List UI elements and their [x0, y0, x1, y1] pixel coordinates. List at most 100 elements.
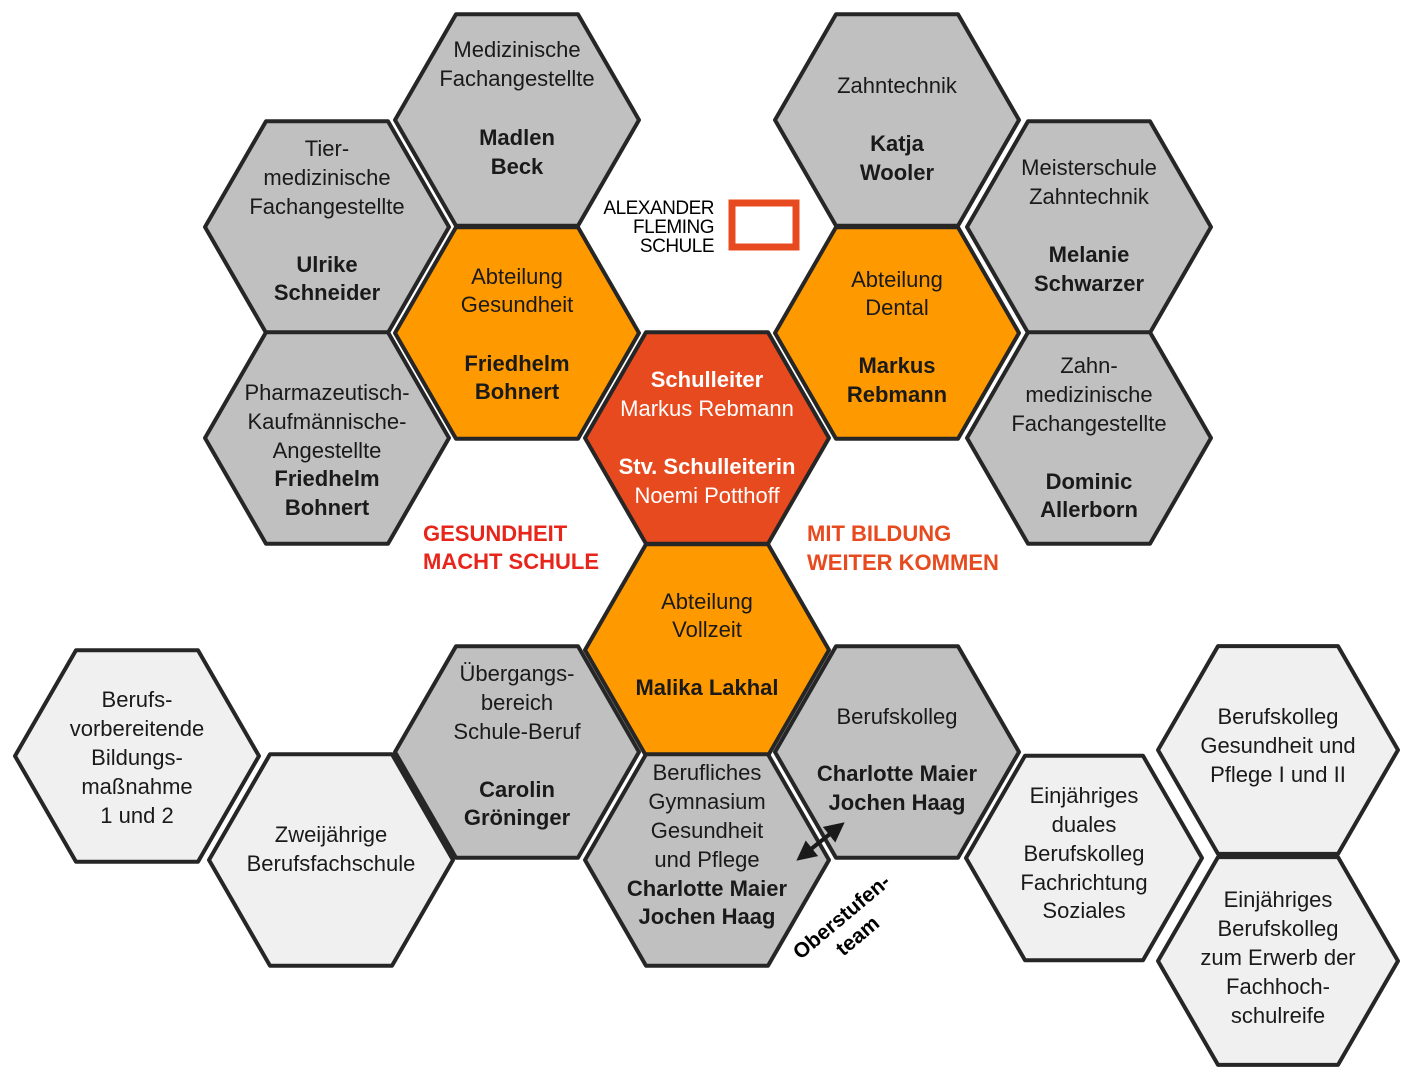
- hex-title-line: medizinische: [263, 165, 390, 190]
- hexagon-shape: [1156, 855, 1400, 1067]
- hexagon-shape: [1156, 644, 1400, 856]
- hex-pharmazeutisch-kaufmaennische-angestellte: Pharmazeutisch- Kaufmännische- Angestellte…: [203, 330, 451, 546]
- hex-leadership-line: Schulleiter: [651, 367, 764, 392]
- hex-title-line: Bildungs-: [91, 745, 183, 770]
- hex-title-line: 1 und 2: [100, 803, 173, 828]
- hex-person-name: Beck: [491, 154, 544, 179]
- hex-person-name: Ulrike: [296, 252, 357, 277]
- hex-title-line: Gesundheit und: [1200, 733, 1355, 758]
- hex-person-name: Jochen Haag: [639, 904, 776, 929]
- hex-title-line: Tier-: [305, 136, 349, 161]
- logo-line-1: ALEXANDER: [603, 198, 714, 219]
- hex-title-line: Meisterschule: [1021, 155, 1157, 180]
- hexagon-shape: [393, 225, 641, 441]
- hex-title-line: Berufskolleg: [1217, 916, 1338, 941]
- hex-title-line: Kaufmännische-: [248, 409, 407, 434]
- hex-title-line: Fachangestellte: [1011, 411, 1166, 436]
- hex-title-line: duales: [1052, 812, 1117, 837]
- hex-title-line: Abteilung: [471, 264, 563, 289]
- hex-title-line: Gymnasium: [648, 789, 765, 814]
- hex-title-line: Fachangestellte: [439, 66, 594, 91]
- slogan-right-line-2: WEITER KOMMEN: [807, 550, 999, 575]
- logo-square-icon: [728, 199, 800, 251]
- hexagon-shape: [965, 330, 1213, 546]
- hex-person-name: Schwarzer: [1034, 271, 1144, 296]
- school-logo: ALEXANDER FLEMING SCHULE: [603, 198, 800, 257]
- hex-title-line: Einjähriges: [1030, 783, 1139, 808]
- hex-title-line: Berufliches: [653, 760, 762, 785]
- hex-title-line: medizinische: [1025, 382, 1152, 407]
- hex-leadership-line: Noemi Potthoff: [634, 483, 780, 508]
- hex-title-line: vorbereitende: [70, 716, 205, 741]
- hex-person-name: Rebmann: [847, 382, 947, 407]
- hex-person-name: Jochen Haag: [829, 790, 966, 815]
- hex-title-line: Soziales: [1042, 898, 1125, 923]
- slogan-right-line-1: MIT BILDUNG: [807, 521, 951, 546]
- hex-title-line: Übergangs-: [460, 661, 575, 686]
- hex-title-line: Berufs-: [102, 687, 173, 712]
- hexagon-shape: [964, 753, 1204, 963]
- logo-line-2: FLEMING: [633, 217, 714, 238]
- hex-title-line: Einjähriges: [1224, 887, 1333, 912]
- hex-title-line: und Pflege: [654, 847, 759, 872]
- hex-title-line: Berufsfachschule: [247, 851, 416, 876]
- hexagon-layer: MedizinischeFachangestellteMadlenBeckTie…: [13, 12, 1400, 1067]
- hexagon-shape: [13, 648, 261, 864]
- hex-einjaehriges-duales-berufskolleg: EinjährigesdualesBerufskollegFachrichtun…: [964, 753, 1204, 963]
- hexagon-shape: [393, 644, 641, 860]
- hex-title-line: Angestellte: [273, 438, 382, 463]
- hex-person-name: Melanie: [1049, 242, 1130, 267]
- hex-title-line: zum Erwerb der: [1200, 945, 1355, 970]
- hex-person-name: Dominic: [1046, 469, 1133, 494]
- hex-title-line: Zweijährige: [275, 822, 388, 847]
- hex-person-name: Gröninger: [464, 805, 571, 830]
- slogan-left-line-1: GESUNDHEIT: [423, 521, 568, 546]
- hex-title-line: Berufskolleg: [1217, 704, 1338, 729]
- hexagon-shape: [773, 12, 1021, 228]
- hex-title-line: Schule-Beruf: [453, 719, 581, 744]
- hex-person-name: Katja: [870, 131, 925, 156]
- hex-person-name: Malika Lakhal: [635, 675, 778, 700]
- hex-tiermedizinische-fachangestellte: Tier-medizinischeFachangestellteUlrikeSc…: [203, 119, 451, 335]
- hex-title-line: Fachangestellte: [249, 194, 404, 219]
- hex-uebergangsbereich: Übergangs-bereichSchule-BerufCarolinGrön…: [393, 644, 641, 860]
- hex-title-line: maßnahme: [81, 774, 192, 799]
- logo-line-3: SCHULE: [640, 236, 714, 257]
- hex-title-line: Zahn-: [1060, 353, 1117, 378]
- hex-title-line: Pharmazeutisch-: [244, 380, 409, 405]
- hex-person-name: Friedhelm: [464, 351, 569, 376]
- hex-leadership-line: Markus Rebmann: [620, 396, 794, 421]
- hex-person-name: Carolin: [479, 777, 555, 802]
- hexagon-shape: [965, 119, 1213, 335]
- hex-person-name: Wooler: [860, 160, 935, 185]
- hex-title-line: Fachrichtung: [1020, 870, 1147, 895]
- hexagon-shape: [207, 752, 455, 968]
- hex-person-name: Bohnert: [475, 379, 560, 404]
- hex-title-line: Vollzeit: [672, 617, 742, 642]
- hex-person-name: Markus: [858, 353, 935, 378]
- hex-person-name: Charlotte Maier: [627, 876, 788, 901]
- hex-title-line: Abteilung: [661, 589, 753, 614]
- hex-leadership-line: Stv. Schulleiterin: [619, 454, 796, 479]
- hex-person-name: Allerborn: [1040, 497, 1138, 522]
- hex-title-line: Pflege I und II: [1210, 762, 1346, 787]
- hex-title-line: Zahntechnik: [837, 73, 958, 98]
- hex-title-line: Dental: [865, 295, 929, 320]
- hex-title-line: bereich: [481, 690, 553, 715]
- slogan-left-line-2: MACHT SCHULE: [423, 549, 599, 574]
- hex-person-name: Schneider: [274, 280, 381, 305]
- hex-person-name: Friedhelm: [274, 466, 379, 491]
- hex-person-name: Madlen: [479, 125, 555, 150]
- double-arrow-icon: [796, 822, 845, 861]
- hex-title-line: Fachhoch-: [1226, 974, 1330, 999]
